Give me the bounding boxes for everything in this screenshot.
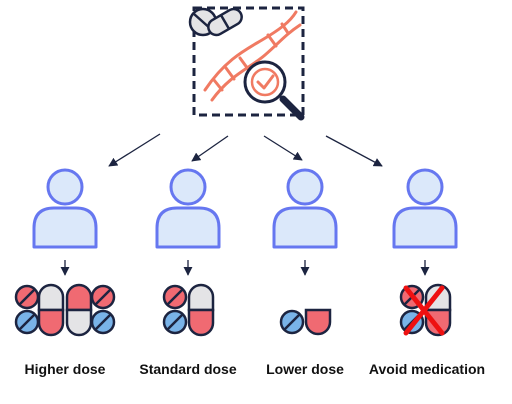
arrow-to-avoid <box>325 135 383 167</box>
person-icon <box>392 168 458 249</box>
pill-group <box>162 283 215 337</box>
red-blue-tablet-icon <box>14 284 40 335</box>
dashed-frame <box>192 6 305 117</box>
dose-label: Higher dose <box>24 361 106 377</box>
arrow-to-lower <box>263 135 303 161</box>
arrow-to-standard <box>191 135 229 162</box>
cross-out-icon <box>403 285 445 336</box>
pills-icon <box>188 7 243 37</box>
dose-label: Avoid medication <box>368 361 486 377</box>
dose-label: Lower dose <box>266 361 344 377</box>
arrow-to-higher <box>108 133 161 167</box>
pill-group <box>399 283 452 337</box>
pill-group <box>279 308 332 336</box>
dna-icon <box>203 10 302 102</box>
half-capsule-icon <box>304 308 332 336</box>
person-icon <box>32 168 98 249</box>
blue-tablet-icon <box>279 309 305 335</box>
red-blue-tablet-icon <box>162 284 188 335</box>
person-icon <box>155 168 221 249</box>
capsule-icon <box>37 283 65 337</box>
capsule-icon <box>65 283 93 337</box>
magnifier-check-icon <box>243 60 305 121</box>
genetic-test-icon <box>188 6 305 121</box>
red-blue-tablet-icon <box>90 284 116 335</box>
branch-arrows <box>108 133 383 167</box>
capsule-icon <box>187 283 215 337</box>
dose-label: Standard dose <box>139 361 237 377</box>
pill-group <box>14 283 116 337</box>
person-icon <box>272 168 338 249</box>
